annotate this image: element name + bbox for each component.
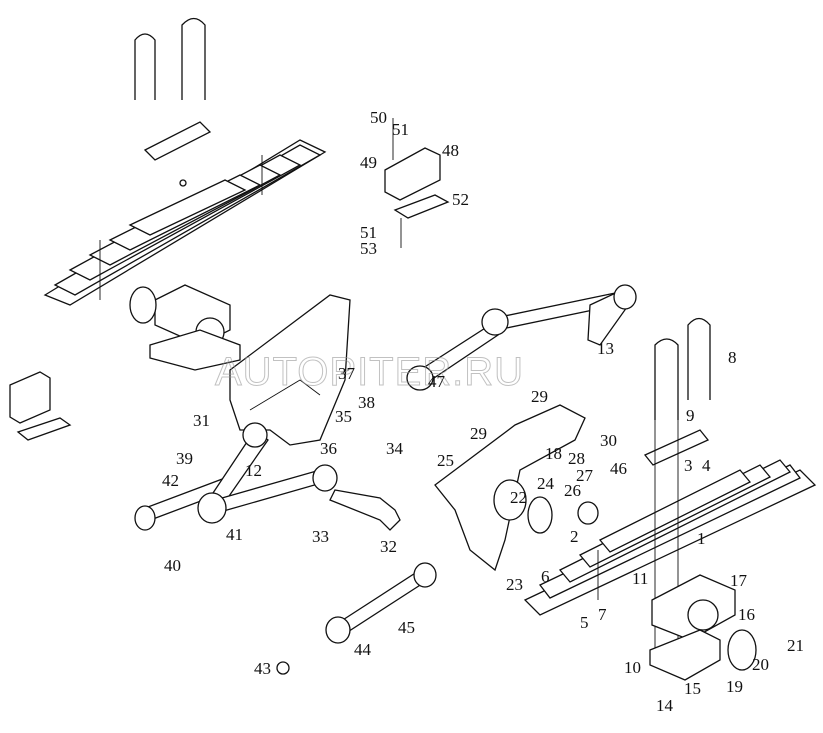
callout-20: 20 xyxy=(752,655,769,674)
callout-38: 38 xyxy=(358,393,375,412)
right-axle-seat xyxy=(649,574,757,681)
callout-35: 35 xyxy=(335,407,352,426)
callout-42: 42 xyxy=(162,471,179,490)
left-torque-arms xyxy=(134,422,401,531)
callout-7: 7 xyxy=(598,605,607,624)
watermark: AUTOPITER.RU xyxy=(215,350,524,394)
left-side-brackets xyxy=(9,371,72,441)
callout-37: 37 xyxy=(338,364,356,383)
callout-45: 45 xyxy=(398,618,415,637)
left-frame-bracket xyxy=(229,294,351,446)
callout-18: 18 xyxy=(545,444,562,463)
callout-49: 49 xyxy=(360,153,377,172)
callout-50: 50 xyxy=(370,108,387,127)
right-u-bolts xyxy=(654,317,711,660)
callout-24: 24 xyxy=(537,474,555,493)
callout-12: 12 xyxy=(245,461,262,480)
callout-43: 43 xyxy=(254,659,271,678)
callout-8: 8 xyxy=(728,348,737,367)
callout-46: 46 xyxy=(610,459,627,478)
lower-torque-rod xyxy=(276,562,437,675)
right-frame-bracket xyxy=(434,404,586,572)
right-leaf-spring xyxy=(523,429,817,616)
callout-5: 5 xyxy=(580,613,589,632)
upper-v-rod xyxy=(406,284,637,391)
callout-4: 4 xyxy=(702,456,711,475)
callout-25: 25 xyxy=(437,451,454,470)
left-axle-seat xyxy=(129,284,241,371)
upper-bracket xyxy=(384,118,450,248)
callout-9: 9 xyxy=(686,406,695,425)
callout-47: 47 xyxy=(428,372,446,391)
callout-33: 33 xyxy=(312,527,329,546)
callout-52: 52 xyxy=(452,190,469,209)
callout-29: 29 xyxy=(531,387,548,406)
callout-39: 39 xyxy=(176,449,193,468)
callout-17: 17 xyxy=(730,571,748,590)
callout-22: 22 xyxy=(510,488,527,507)
callout-34: 34 xyxy=(386,439,404,458)
callout-36: 36 xyxy=(320,439,337,458)
callout-48: 48 xyxy=(442,141,459,160)
callout-23: 23 xyxy=(506,575,523,594)
callout-29: 29 xyxy=(470,424,487,443)
callout-14: 14 xyxy=(656,696,674,715)
callout-51: 51 xyxy=(360,223,377,242)
left-leaf-spring xyxy=(43,139,327,306)
callout-41: 41 xyxy=(226,525,243,544)
callout-32: 32 xyxy=(380,537,397,556)
callout-53: 53 xyxy=(360,239,377,258)
callout-40: 40 xyxy=(164,556,181,575)
callout-3: 3 xyxy=(684,456,693,475)
callout-1: 1 xyxy=(697,529,706,548)
callout-30: 30 xyxy=(600,431,617,450)
callout-6: 6 xyxy=(541,567,550,586)
callout-15: 15 xyxy=(684,679,701,698)
callout-31: 31 xyxy=(193,411,210,430)
callout-28: 28 xyxy=(568,449,585,468)
callout-13: 13 xyxy=(597,339,614,358)
callout-11: 11 xyxy=(632,569,648,588)
left-u-bolts xyxy=(134,17,212,161)
callout-26: 26 xyxy=(564,481,581,500)
callout-19: 19 xyxy=(726,677,743,696)
callout-16: 16 xyxy=(738,605,755,624)
callout-44: 44 xyxy=(354,640,372,659)
callout-27: 27 xyxy=(576,466,594,485)
diagram-artwork xyxy=(9,17,817,681)
callout-2: 2 xyxy=(570,527,579,546)
callout-10: 10 xyxy=(624,658,641,677)
callout-51: 51 xyxy=(392,120,409,139)
callout-21: 21 xyxy=(787,636,804,655)
